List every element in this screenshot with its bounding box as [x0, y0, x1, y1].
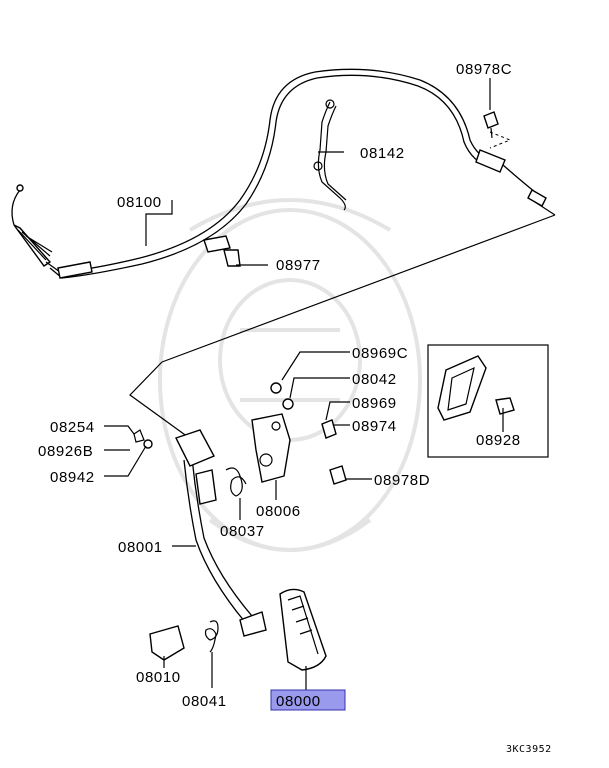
label-08978C[interactable]: 08978C [456, 61, 512, 78]
label-08000[interactable]: 08000 [276, 693, 321, 710]
inset-detail [427, 344, 549, 458]
pedal-assembly [133, 382, 347, 671]
label-08974[interactable]: 08974 [352, 418, 397, 435]
part-labels: 08978C 08142 08100 08977 08969C 08042 08… [38, 61, 521, 710]
label-08001[interactable]: 08001 [118, 539, 163, 556]
label-08969C[interactable]: 08969C [352, 345, 408, 362]
label-08928[interactable]: 08928 [476, 432, 521, 449]
diagram-code: 3KC3952 [506, 744, 552, 755]
label-08006[interactable]: 08006 [256, 503, 301, 520]
accelerator-cable [11, 68, 547, 279]
label-08969[interactable]: 08969 [352, 395, 397, 412]
selected-part-highlight [270, 689, 346, 711]
label-08942[interactable]: 08942 [50, 469, 95, 486]
leader-lines [104, 78, 504, 690]
label-08100[interactable]: 08100 [117, 194, 162, 211]
label-08926B[interactable]: 08926B [38, 443, 93, 460]
label-08977[interactable]: 08977 [276, 257, 321, 274]
label-08041[interactable]: 08041 [182, 693, 227, 710]
label-08978D[interactable]: 08978D [374, 472, 430, 489]
cable-bracket [203, 235, 241, 267]
label-08037[interactable]: 08037 [220, 523, 265, 540]
label-08142[interactable]: 08142 [360, 145, 405, 162]
reference-lines [129, 131, 556, 438]
label-08010[interactable]: 08010 [136, 669, 181, 686]
label-08042[interactable]: 08042 [352, 371, 397, 388]
label-08254[interactable]: 08254 [50, 419, 95, 436]
bolt-top [483, 111, 499, 139]
cable-clip [313, 99, 347, 211]
